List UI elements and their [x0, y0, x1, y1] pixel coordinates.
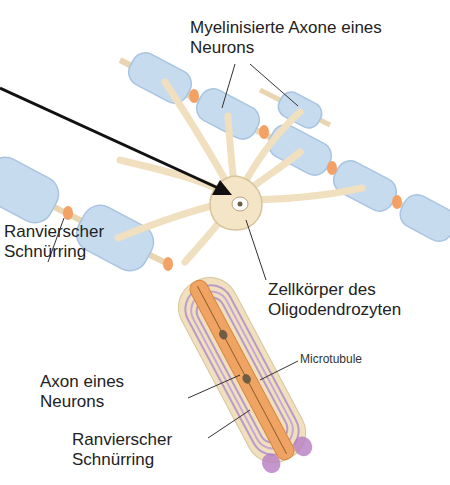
- cross-section: [169, 268, 319, 478]
- myelin-rows: [0, 48, 450, 277]
- part-label: Ranvierscher Schnürring: [4, 222, 122, 263]
- part-label: Ranvierscher Schnürring: [72, 430, 207, 471]
- part-label: Microtubule: [300, 352, 400, 366]
- cell-body: [210, 176, 262, 230]
- part-label: Axon eines Neurons: [40, 372, 185, 413]
- oligodendrocyte-processes: [118, 82, 362, 262]
- part-label: Myelinisierte Axone eines Neurons: [190, 18, 410, 59]
- part-label: Zellkörper des Oligodendrozyten: [268, 280, 443, 321]
- black-arrow: [0, 88, 232, 195]
